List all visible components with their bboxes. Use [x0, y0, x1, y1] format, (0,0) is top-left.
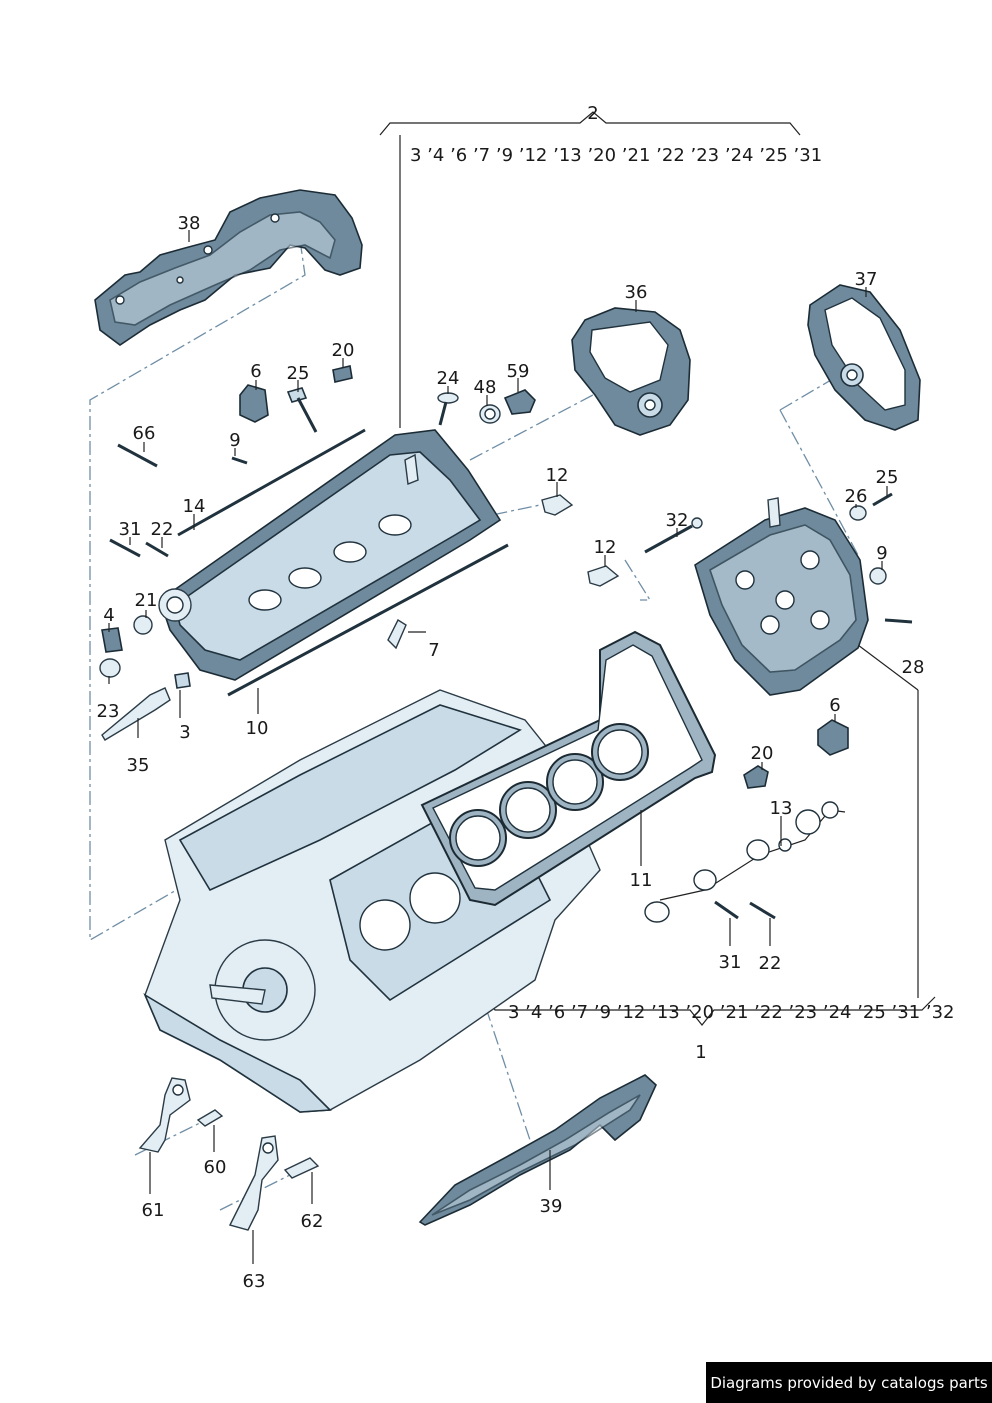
callout-14: 14	[183, 496, 206, 517]
callout-22-left: 22	[151, 519, 174, 540]
group-top-members: 3 ’4 ’6 ’7 ’9 ’12 ’13 ’20 ’21 ’22 ’23 ’2…	[410, 145, 822, 166]
callout-9-upper: 9	[229, 430, 240, 451]
callout-38: 38	[178, 213, 201, 234]
callout-20-upper: 20	[332, 340, 355, 361]
callout-63: 63	[243, 1271, 266, 1292]
cylinder-block	[143, 689, 601, 1113]
timing-cover-36	[571, 307, 691, 436]
callout-66: 66	[133, 423, 156, 444]
footer-credit-text: Diagrams provided by catalogs parts	[710, 1373, 988, 1392]
callout-25-right: 25	[876, 467, 899, 488]
callout-26: 26	[845, 486, 868, 507]
callout-24: 24	[437, 368, 460, 389]
callout-12-lower: 12	[594, 537, 617, 558]
seal-chain-13	[644, 801, 846, 923]
callout-labels: 38 36 37 6 25 20 24 48 59 66 9 12 25 26 …	[97, 213, 925, 1292]
callout-4: 4	[103, 605, 114, 626]
callout-23: 23	[97, 701, 120, 722]
group-bottom-label: 1	[695, 1042, 706, 1063]
callout-9-right: 9	[876, 543, 887, 564]
callout-3: 3	[179, 722, 190, 743]
callout-31-right: 31	[719, 952, 742, 973]
group-bracket-top	[379, 111, 801, 428]
heat-shield-lower	[418, 1074, 657, 1226]
callout-60: 60	[204, 1157, 227, 1178]
callout-22-right: 22	[759, 953, 782, 974]
callout-36: 36	[625, 282, 648, 303]
callout-31-left: 31	[119, 519, 142, 540]
heat-shield-upper	[94, 189, 363, 346]
callout-11: 11	[630, 870, 653, 891]
brackets-12	[541, 494, 620, 587]
callout-6-lower: 6	[829, 695, 840, 716]
callout-32: 32	[666, 510, 689, 531]
cylinder-head-right	[644, 492, 913, 789]
callout-35: 35	[127, 755, 150, 776]
callout-10: 10	[246, 718, 269, 739]
group-top-label: 2	[587, 103, 598, 124]
callout-7: 7	[428, 640, 439, 661]
callout-28: 28	[902, 657, 925, 678]
callout-39: 39	[540, 1196, 563, 1217]
timing-cover-37	[807, 284, 921, 431]
callout-12-upper: 12	[546, 465, 569, 486]
group-bottom-members: 3 ’4 ’6 ’7 ’9 ’12 ’13 ’20 ’21 ’22 ’23 ’2…	[508, 1002, 955, 1023]
callout-61: 61	[142, 1200, 165, 1221]
cylinder-head-left	[158, 429, 502, 681]
small-parts-upper	[99, 365, 536, 741]
callout-13: 13	[770, 798, 793, 819]
callout-25-upper: 25	[287, 363, 310, 384]
callout-37: 37	[855, 269, 878, 290]
callout-20-lower: 20	[751, 743, 774, 764]
brackets-lower	[138, 1077, 320, 1231]
callout-59: 59	[507, 361, 530, 382]
diagram-credit-footer: Diagrams provided by catalogs parts	[706, 1362, 992, 1403]
callout-leaders	[108, 230, 888, 1264]
head-gasket-11	[420, 630, 717, 907]
group-labels: 2 3 ’4 ’6 ’7 ’9 ’12 ’13 ’20 ’21 ’22 ’23 …	[410, 103, 955, 1063]
group-bracket-bottom	[484, 644, 936, 1026]
callout-6-upper: 6	[250, 361, 261, 382]
callout-62: 62	[301, 1211, 324, 1232]
callout-48: 48	[474, 377, 497, 398]
callout-21: 21	[135, 590, 158, 611]
